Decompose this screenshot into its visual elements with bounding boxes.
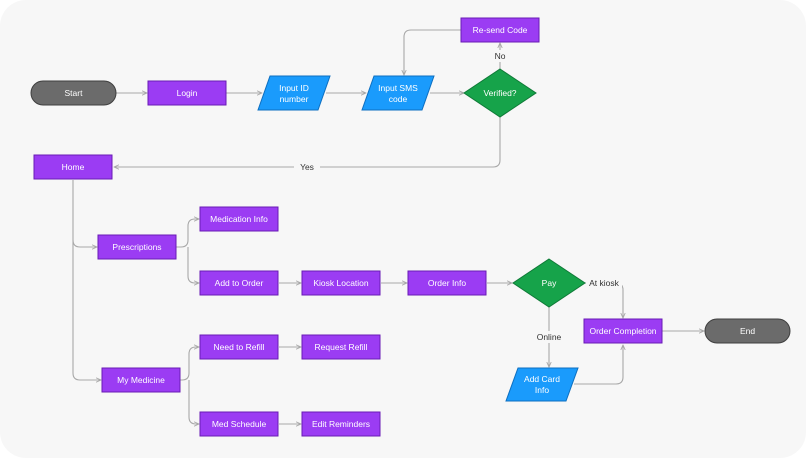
- node-my-medicine: My Medicine: [101, 367, 181, 393]
- node-order-info: Order Info: [407, 270, 487, 296]
- edge-labels: No Yes At kiosk Online: [294, 50, 622, 343]
- node-end-label: End: [740, 326, 755, 336]
- node-input-sms: Input SMS code: [361, 75, 435, 111]
- node-input-id: Input ID number: [257, 75, 331, 111]
- node-kiosk-location: Kiosk Location: [301, 270, 381, 296]
- node-verified: Verified?: [463, 68, 537, 118]
- node-medication-info-label: Medication Info: [210, 214, 268, 224]
- node-order-completion-label: Order Completion: [589, 326, 656, 336]
- node-input-id-label-line1: Input ID: [279, 83, 309, 93]
- node-med-schedule: Med Schedule: [199, 411, 279, 437]
- node-add-card-info-label-line2: Info: [535, 385, 549, 395]
- node-order-completion: Order Completion: [583, 318, 663, 344]
- node-need-to-refill-label: Need to Refill: [213, 342, 264, 352]
- node-medication-info: Medication Info: [199, 206, 279, 232]
- node-login: Login: [147, 80, 227, 106]
- node-pay-label: Pay: [542, 278, 557, 288]
- node-prescriptions-label: Prescriptions: [112, 242, 161, 252]
- edge-label-at-kiosk: At kiosk: [589, 278, 620, 288]
- node-home: Home: [33, 154, 113, 180]
- edge-prescriptions-addorder: [187, 247, 199, 283]
- node-input-id-label-line2: number: [280, 94, 309, 104]
- node-start: Start: [30, 80, 117, 106]
- edge-label-no: No: [495, 51, 506, 61]
- node-input-sms-label-line2: code: [389, 94, 408, 104]
- node-add-card-info-label-line1: Add Card: [524, 374, 560, 384]
- node-edit-reminders: Edit Reminders: [301, 411, 381, 437]
- node-med-schedule-label: Med Schedule: [212, 419, 267, 429]
- node-verified-label: Verified?: [483, 88, 516, 98]
- node-add-to-order: Add to Order: [199, 270, 279, 296]
- connectors: [72, 29, 704, 424]
- edge-label-yes: Yes: [300, 162, 314, 172]
- edge-addcard-ordercompletion: [574, 345, 623, 385]
- edge-mymedicine-needrefill: [180, 347, 199, 381]
- node-end: End: [704, 318, 791, 344]
- node-resend-code: Re-send Code: [460, 17, 540, 43]
- node-start-label: Start: [65, 88, 84, 98]
- node-prescriptions: Prescriptions: [97, 234, 177, 260]
- node-add-card-info: Add Card Info: [505, 367, 579, 402]
- edge-verified-home: [114, 117, 501, 167]
- node-kiosk-location-label: Kiosk Location: [313, 278, 369, 288]
- node-add-to-order-label: Add to Order: [215, 278, 264, 288]
- edge-home-mymedicine: [72, 240, 101, 380]
- edge-prescriptions-medinfo: [176, 219, 199, 248]
- edge-home-prescriptions: [72, 180, 97, 247]
- node-need-to-refill: Need to Refill: [199, 334, 279, 360]
- edge-label-online: Online: [537, 332, 562, 342]
- node-login-label: Login: [177, 88, 198, 98]
- edge-resend-inputsms: [404, 29, 461, 75]
- node-request-refill: Request Refill: [301, 334, 381, 360]
- node-resend-code-label: Re-send Code: [473, 25, 528, 35]
- edge-mymedicine-medschedule: [188, 380, 199, 424]
- node-order-info-label: Order Info: [428, 278, 467, 288]
- node-pay: Pay: [512, 258, 586, 308]
- node-request-refill-label: Request Refill: [315, 342, 368, 352]
- node-my-medicine-label: My Medicine: [117, 375, 165, 385]
- node-edit-reminders-label: Edit Reminders: [312, 419, 370, 429]
- node-input-sms-label-line1: Input SMS: [378, 83, 418, 93]
- node-home-label: Home: [62, 162, 85, 172]
